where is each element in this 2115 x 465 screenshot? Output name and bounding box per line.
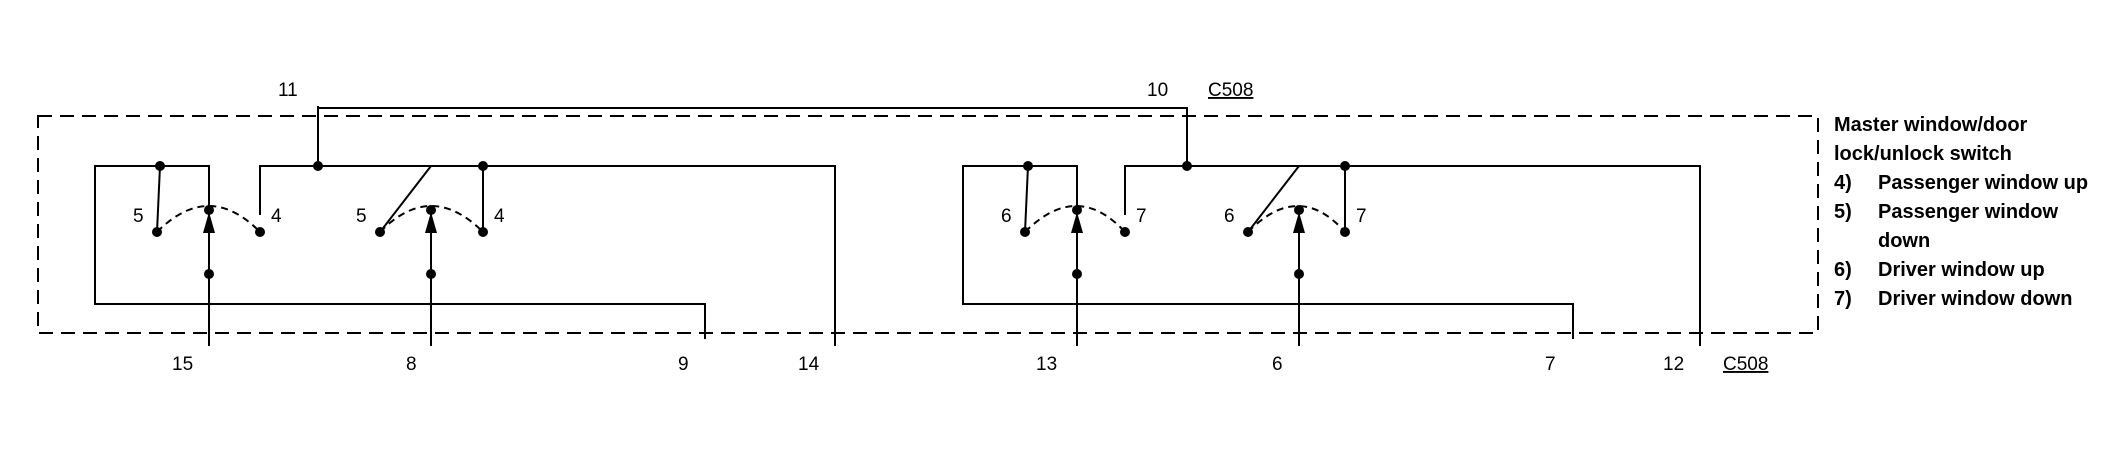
switch-4-arrow [1293,212,1305,233]
switch-1-label-left: 5 [133,206,144,227]
legend-item: 4) Passenger window up [1834,169,2104,198]
switch-3-wire [962,165,1574,339]
legend-item-text: Driver window down [1878,288,2073,310]
switch-4-contact-7-wire [1299,165,1346,232]
switch-3-label-left: 6 [1001,206,1012,227]
junction-dot [1243,227,1253,237]
legend-item-text: Passenger window up [1878,172,2089,194]
left-common-rail [259,165,484,215]
legend-item: 5) Passenger window down [1834,198,2104,256]
legend: Master window/door lock/unlock switch 4)… [1834,111,2104,314]
pin-label-11: 11 [278,80,298,101]
junction-dot [313,161,323,171]
switch-2-label-left: 5 [356,206,367,227]
legend-item-number: 7) [1834,288,1852,310]
switch-2-contact-5-wire [379,165,432,233]
junction-dot [478,161,488,171]
legend-item-text: Driver window up [1878,259,2045,281]
junction-dot [1294,269,1304,279]
switch-2-wire [483,165,836,339]
junction-dot [426,205,436,215]
pin-label-12: 12 [1663,354,1684,375]
switch-1-wire [94,165,706,339]
switch-4-wire [1345,165,1701,339]
junction-dot [204,205,214,215]
junction-dot [1340,227,1350,237]
connector-label-top: C508 [1208,80,1253,101]
legend-item-number: 5) [1834,201,1852,223]
switch-boundary [37,115,1819,334]
switch-3-arc [1024,205,1126,233]
pin-label-14: 14 [798,354,820,375]
pin-label-13: 13 [1036,354,1057,375]
switch-2-contact-4-wire [431,165,484,232]
switch-2-label-right: 4 [494,206,505,227]
switch-1-label-right: 4 [271,206,282,227]
junction-dot [255,227,265,237]
junction-dot [1072,269,1082,279]
pin-label-7: 7 [1545,354,1556,375]
switch-4-label-right: 7 [1356,206,1367,227]
legend-item-number: 4) [1834,172,1852,194]
junction-dot [1023,161,1033,171]
switch-4-arc [1247,205,1346,233]
switch-1-contact-4-wire [160,165,210,210]
switch-4-contact-6-wire [1247,165,1300,233]
switch-3-contact-7-wire [1028,165,1078,210]
pin-label-15: 15 [172,354,193,375]
switch-3-label-right: 7 [1136,206,1147,227]
legend-item-number: 6) [1834,259,1852,281]
legend-item: 6) Driver window up [1834,256,2104,285]
junction-dot [478,227,488,237]
junction-dot [1340,161,1350,171]
junction-dot [1182,161,1192,171]
junction-dot [152,227,162,237]
junction-dot [1020,227,1030,237]
legend-item: 7) Driver window down [1834,285,2104,314]
junction-dot [155,161,165,171]
switch-1-arrow [203,212,215,233]
pin-label-10: 10 [1147,80,1168,101]
junction-dot [1294,205,1304,215]
connector-label-bottom: C508 [1723,354,1768,375]
switch-3-contact-6-wire [1024,165,1029,233]
junction-dot [426,269,436,279]
legend-item-text: Passenger window down [1878,201,2059,252]
pin-label-8: 8 [406,354,417,375]
junction-dot [204,269,214,279]
junction-dot [375,227,385,237]
switch-1-arc [156,205,261,233]
junction-dot [1072,205,1082,215]
switch-2-arc [379,205,484,233]
right-common-rail [1124,165,1346,215]
top-bus [318,107,1188,166]
legend-title: Master window/door lock/unlock switch [1834,114,2028,165]
switch-1-contact-5-wire [156,165,161,233]
pin-label-6: 6 [1272,354,1283,375]
pin-label-9: 9 [678,354,689,375]
switch-4-label-left: 6 [1224,206,1235,227]
junction-dot [1120,227,1130,237]
switch-2-arrow [425,212,437,233]
switch-3-arrow [1071,212,1083,233]
